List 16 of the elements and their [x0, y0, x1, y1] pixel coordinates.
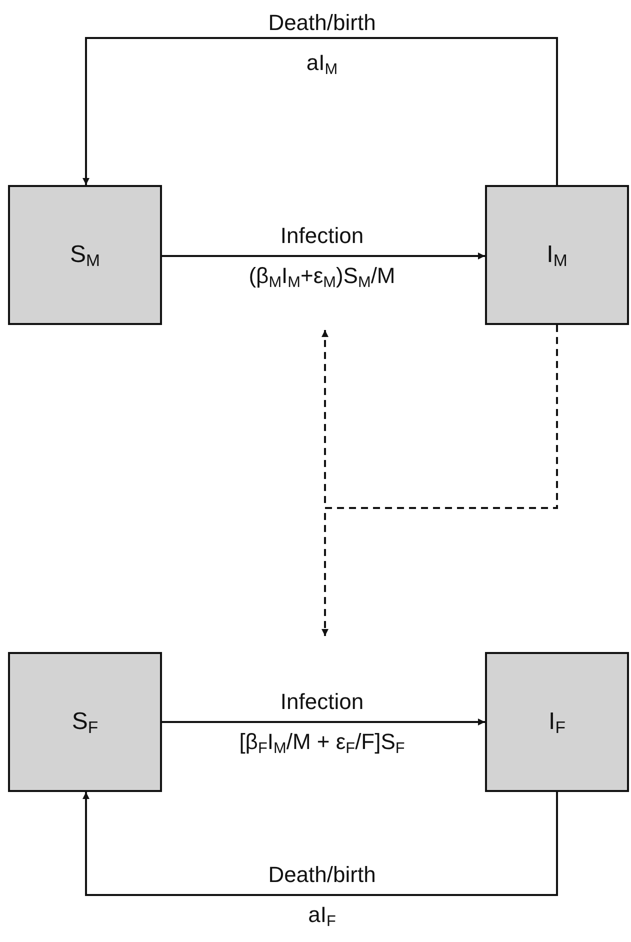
arrow	[162, 718, 485, 726]
edge-label: Death/birth aI$_{M}$	[268, 10, 376, 76]
compartment-label: S$_{M}$	[70, 241, 100, 269]
compartment-box	[8, 185, 162, 325]
compartment-label: I$_{F}$	[548, 708, 566, 736]
arrow	[82, 792, 558, 896]
edge-label: Death/birth aI$_{F}$	[268, 862, 376, 928]
compartment-box	[485, 185, 629, 325]
compartment-label: I$_{M}$	[546, 241, 568, 269]
arrow	[82, 37, 558, 185]
edge-label: Infection (β$_{M}$I$_{M}$+ε$_{M}$)S$_{M}$/M	[248, 223, 396, 289]
compartment-box	[8, 652, 162, 792]
compartment-label: S$_{F}$	[72, 708, 98, 736]
arrow	[162, 252, 485, 260]
edge-label: Infection [β$_{F}$I$_{M}$/M + ε$_{F}$/F]S$_{F}$	[239, 689, 405, 755]
compartment-box	[485, 652, 629, 792]
